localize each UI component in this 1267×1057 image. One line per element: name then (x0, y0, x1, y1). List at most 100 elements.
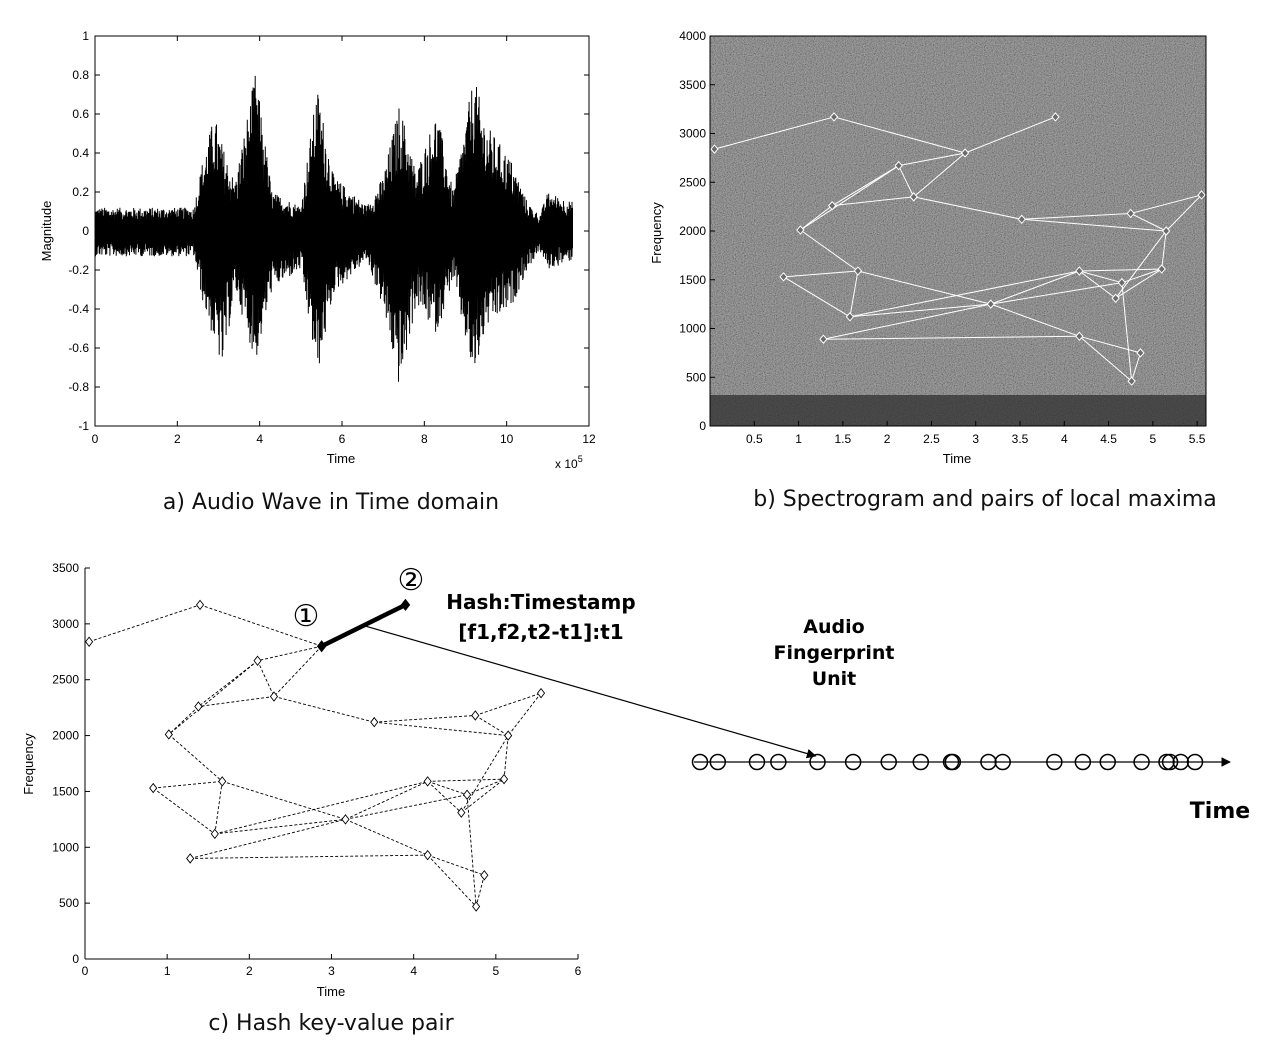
peak-pair-line (427, 781, 462, 813)
fingerprint-unit-circle (691, 753, 709, 771)
peak-marker (218, 776, 227, 787)
peak-pair-line (823, 335, 1080, 340)
peak-pair-line (898, 165, 915, 198)
peak-pair-line (1130, 194, 1202, 214)
local-maximum-marker (960, 148, 970, 158)
fingerprint-unit-circle (944, 753, 962, 771)
peak-pair-line (190, 854, 428, 859)
y-tick-label: 0 (699, 419, 706, 433)
y-tick-label: 3000 (679, 127, 706, 141)
peak-pair-line (714, 116, 835, 150)
hash-pair-ylabel: Frequency (21, 733, 36, 795)
peak-pair-line (800, 229, 859, 272)
y-tick-label: 1000 (52, 840, 79, 854)
peak-pair-line (190, 818, 346, 859)
peak-pair-line (849, 303, 991, 318)
x-tick-label: 2 (884, 432, 891, 446)
peak-marker (195, 599, 205, 611)
fingerprint-unit-circle (1099, 753, 1117, 771)
peak-pair-line (198, 696, 275, 707)
y-tick-label: -1 (78, 419, 89, 433)
y-tick-label: 1 (82, 29, 89, 43)
x-tick-label: 5.5 (1189, 432, 1206, 446)
peak-marker (85, 636, 94, 647)
peak-marker (210, 828, 219, 840)
peak-pair-line (345, 794, 468, 820)
fingerprint-unit-circle (1046, 753, 1063, 771)
peak-pair-line (1079, 270, 1116, 299)
fingerprint-unit-circle (880, 753, 897, 771)
fingerprint-unit-circle (748, 753, 766, 771)
fingerprint-unit-circle (1074, 753, 1092, 771)
hash-timestamp-title: Hash:Timestamp (446, 590, 635, 614)
local-maximum-marker (1117, 277, 1127, 288)
y-tick-label: 0.4 (72, 146, 89, 160)
peak-marker (499, 773, 509, 785)
peak-pair-line (1121, 282, 1133, 382)
local-maximum-marker (796, 225, 805, 235)
peak-pair-line (257, 645, 322, 662)
fingerprint-unit-circle (709, 753, 727, 771)
spectrogram-texture (710, 36, 1206, 426)
peak-pair-line (849, 270, 859, 317)
local-maximum-marker (779, 272, 788, 282)
local-maximum-marker (1111, 293, 1120, 304)
y-tick-label: 1500 (679, 273, 706, 287)
x-tick-label: 4 (256, 432, 263, 446)
y-tick-label: -0.4 (68, 302, 89, 316)
peak-pair-line (345, 780, 428, 820)
spectrogram-caption: b) Spectrogram and pairs of local maxima (753, 487, 1217, 512)
peak-marker (186, 853, 195, 864)
local-maximum-marker (1161, 226, 1171, 236)
peak-pair-line (503, 735, 509, 780)
peak-pair-line (990, 270, 1080, 305)
x-tick-label: 2 (174, 432, 181, 446)
y-tick-label: -0.2 (68, 263, 89, 277)
x-tick-label: 3 (328, 964, 335, 978)
fingerprint-unit-circle (770, 753, 787, 771)
y-tick-label: 1500 (52, 784, 79, 798)
local-maximum-marker (1126, 208, 1135, 219)
peak-pair-line (460, 735, 509, 813)
peak-pair-line (199, 604, 322, 647)
x-tick-label: 4 (1061, 432, 1068, 446)
peak-pair-line (273, 696, 375, 723)
local-maximum-marker (1127, 376, 1136, 386)
spectrogram-ylabel: Frequency (649, 202, 664, 264)
highlighted-peak-marker (400, 598, 411, 611)
peak-marker (472, 901, 481, 912)
spectrogram-xlabel: Time (943, 451, 971, 466)
x-tick-label: 6 (339, 432, 346, 446)
peak-pair-line (475, 692, 542, 716)
x-tick-label: 0.5 (746, 432, 763, 446)
y-tick-label: 0.2 (72, 185, 89, 199)
hash-formula: [f1,f2,t2-t1]:t1 (458, 620, 623, 644)
x-tick-label: 6 (575, 964, 582, 978)
peak-pair-line (222, 780, 346, 820)
peak-marker (480, 869, 489, 881)
peak-pair-line (913, 152, 966, 198)
local-maximum-marker (1075, 266, 1084, 276)
x-tick-label: 1 (164, 964, 171, 978)
y-tick-label: 500 (59, 896, 79, 910)
peak-pair-line (273, 645, 322, 697)
peak-pair-line (1131, 352, 1141, 382)
peak-marker (536, 687, 546, 699)
anchor-peak-marker: ① (293, 599, 320, 634)
peak-pair-line (461, 778, 505, 814)
y-tick-label: 3000 (52, 617, 79, 631)
peak-pair-line (214, 818, 346, 835)
peak-pair-line (800, 165, 899, 231)
peak-pair-line (800, 205, 833, 231)
peak-pair-line (507, 692, 542, 736)
x-tick-label: 5 (492, 964, 499, 978)
fingerprint-unit-circle (809, 753, 826, 771)
local-maximum-marker (845, 312, 855, 322)
peak-pair-line (214, 781, 223, 834)
fingerprint-unit-circle (1172, 753, 1190, 771)
y-tick-label: 1000 (679, 322, 706, 336)
peak-pair-line (783, 276, 851, 318)
